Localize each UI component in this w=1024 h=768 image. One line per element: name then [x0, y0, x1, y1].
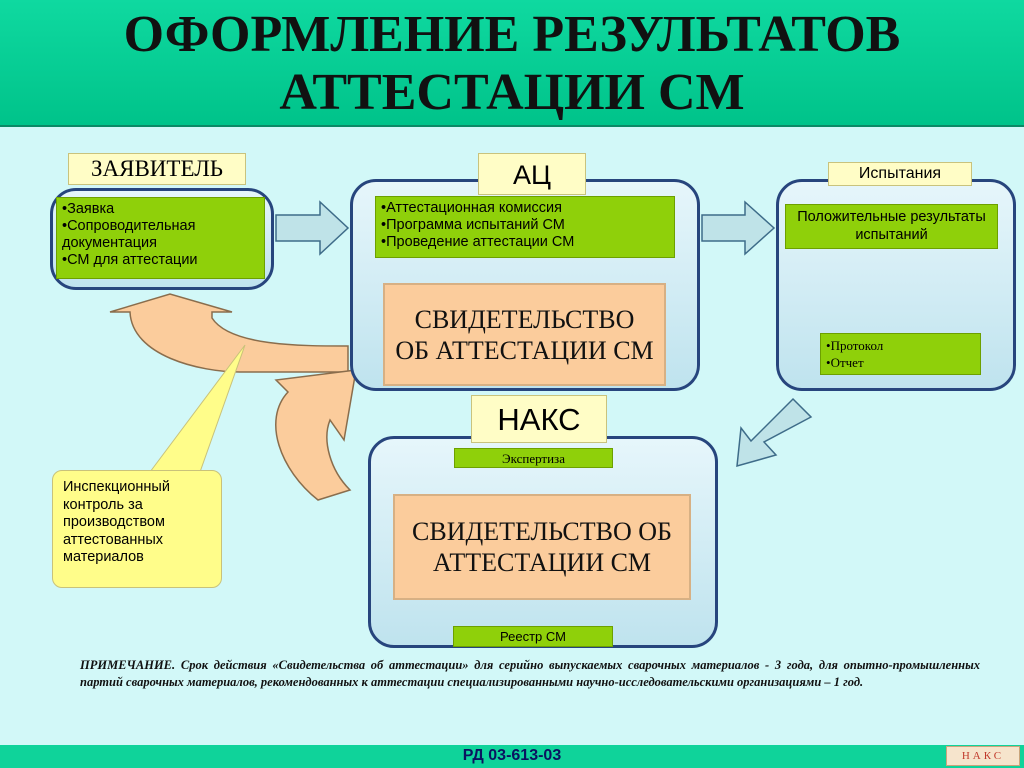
page-title: ОФОРМЛЕНИЕ РЕЗУЛЬТАТОВ АТТЕСТАЦИИ СМ — [0, 6, 1024, 122]
list-item: Проведение аттестации СМ — [381, 234, 669, 251]
list-item: Сопроводительная документация — [62, 218, 259, 252]
ac-label: АЦ — [478, 153, 586, 195]
naks-expertise: Экспертиза — [454, 448, 613, 468]
footer-bar — [0, 745, 1024, 768]
title-line-1: ОФОРМЛЕНИЕ РЕЗУЛЬТАТОВ — [123, 6, 901, 63]
ac-items-box: Аттестационная комиссия Программа испыта… — [375, 196, 675, 258]
list-item: Протокол — [826, 337, 975, 354]
header-banner — [0, 0, 1024, 127]
list-item: Заявка — [62, 201, 259, 218]
arrow-ac-to-tests — [701, 200, 776, 256]
footnote: ПРИМЕЧАНИЕ. Срок действия «Свидетельства… — [80, 658, 980, 689]
tests-positive-results: Положительные результаты испытаний — [785, 204, 998, 249]
footer-document-code: РД 03-613-03 — [462, 747, 562, 764]
naks-registry: Реестр СМ — [453, 626, 613, 647]
list-item: Аттестационная комиссия — [381, 200, 669, 217]
applicant-label: ЗАЯВИТЕЛЬ — [68, 153, 246, 185]
naks-certificate: СВИДЕТЕЛЬСТВО ОБ АТТЕСТАЦИИ СМ — [393, 494, 691, 600]
arrow-applicant-to-ac — [275, 200, 350, 256]
applicant-items-box: Заявка Сопроводительная документация СМ … — [56, 197, 265, 279]
arrow-curved-naks-to-ac — [274, 369, 357, 501]
list-item: Отчет — [826, 354, 975, 371]
list-item: СМ для аттестации — [62, 252, 259, 269]
tests-label: Испытания — [828, 162, 972, 186]
title-line-2: АТТЕСТАЦИИ СМ — [279, 64, 745, 121]
ac-certificate: СВИДЕТЕЛЬСТВО ОБ АТТЕСТАЦИИ СМ — [383, 283, 666, 386]
naks-label: НАКС — [471, 395, 607, 443]
arrow-curved-to-applicant — [109, 293, 349, 373]
arrow-tests-to-naks — [736, 397, 813, 468]
list-item: Программа испытаний СМ — [381, 217, 669, 234]
naks-logo: НАКС — [946, 746, 1020, 766]
tests-items-box: Протокол Отчет — [820, 333, 981, 375]
inspection-control-callout: Инспекционный контроль за производством … — [52, 470, 222, 588]
